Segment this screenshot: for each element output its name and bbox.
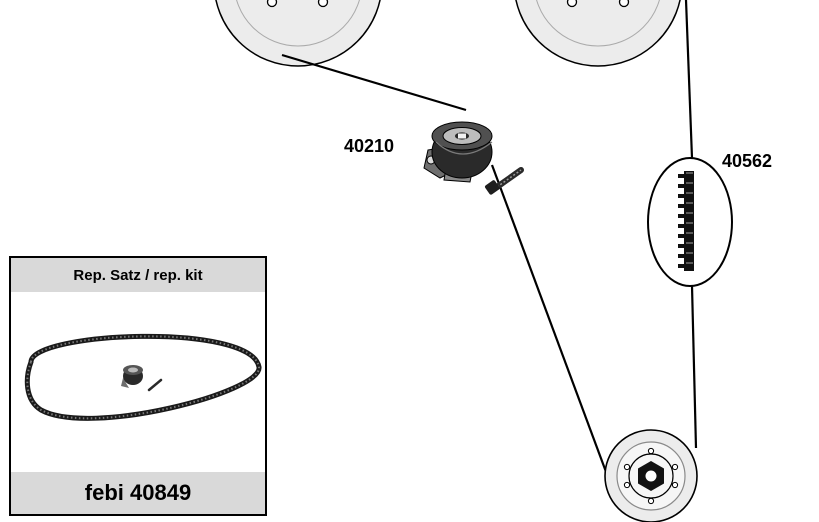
- tensioner-part-number: 40210: [344, 136, 395, 156]
- belt-run-right-lower: [690, 285, 698, 449]
- crankshaft-pulley: [604, 429, 698, 522]
- toothed-belt-icon: [647, 157, 733, 287]
- kit-tensioner-icon: [121, 365, 143, 388]
- kit-part-number: febi 40849: [11, 472, 265, 514]
- kit-contents-image: [24, 333, 262, 421]
- camshaft-pulley-right: [515, 0, 681, 67]
- kit-header: Rep. Satz / rep. kit: [11, 258, 265, 292]
- belt-run-top-left: [281, 53, 467, 112]
- belt-run-right-upper: [684, 0, 694, 159]
- repair-kit-panel: Rep. Satz / rep. kit febi 40849: [9, 256, 267, 516]
- kit-bolt-icon: [147, 378, 163, 392]
- belt-run-tensioner-to-crank: [490, 164, 614, 489]
- kit-belt-icon: [24, 333, 262, 421]
- tensioner-pulley-icon: [423, 121, 493, 183]
- bolt-icon: [485, 167, 524, 195]
- camshaft-pulley-left: [215, 0, 381, 67]
- belt-part-number: 40562: [722, 151, 773, 171]
- belt-lines: [281, 0, 698, 489]
